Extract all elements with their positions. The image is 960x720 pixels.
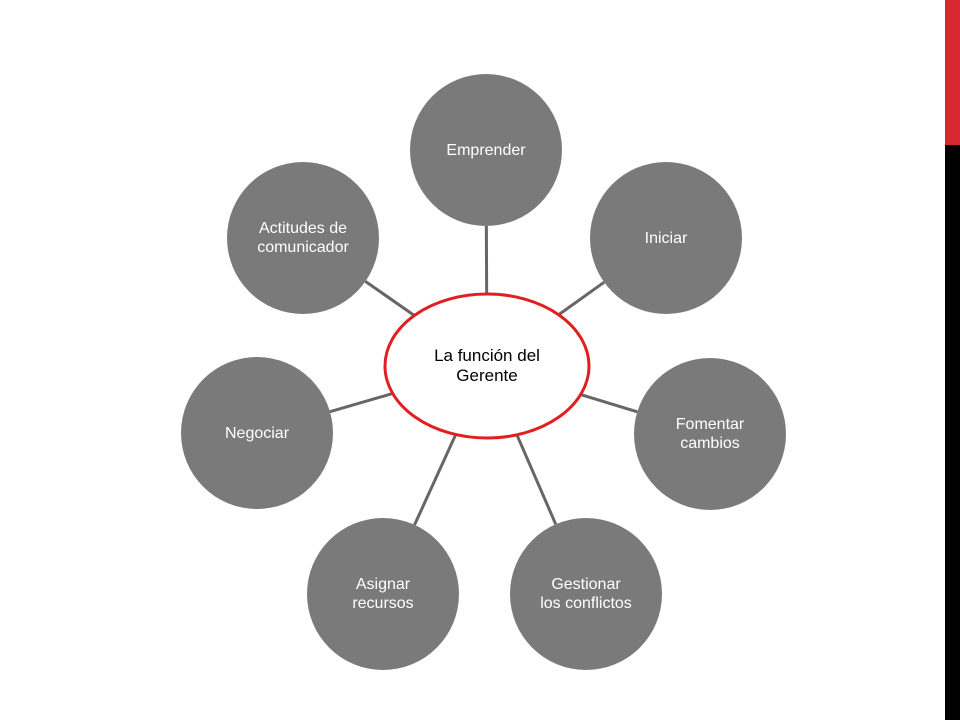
node-emprender (410, 74, 562, 226)
node-negociar (181, 357, 333, 509)
node-gestionar-conflictos (510, 518, 662, 670)
connector-iniciar (557, 280, 606, 316)
connector-actitudes-comunicador (364, 280, 416, 317)
center-node (383, 292, 591, 440)
node-asignar-recursos (307, 518, 459, 670)
node-iniciar (590, 162, 742, 314)
accent-bar-red (945, 0, 960, 145)
connector-asignar-recursos (413, 433, 458, 526)
connector-gestionar-conflictos (515, 434, 558, 525)
connector-fomentar-cambios (580, 393, 638, 414)
node-actitudes-comunicador (227, 162, 379, 314)
node-fomentar-cambios (634, 358, 786, 510)
connector-negociar (329, 392, 394, 414)
accent-bar-black (945, 145, 960, 720)
